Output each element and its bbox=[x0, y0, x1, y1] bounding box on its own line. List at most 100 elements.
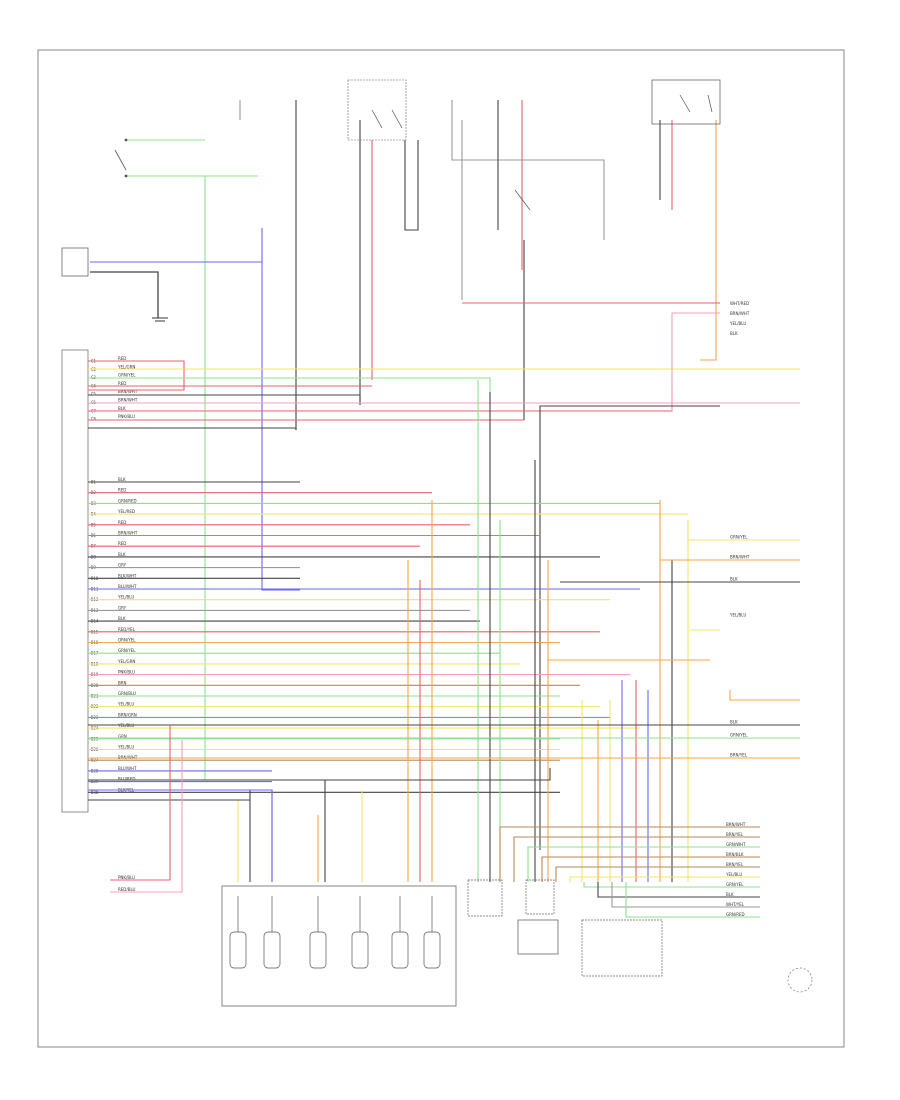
wire bbox=[90, 271, 159, 318]
right-upper-code: YEL/BLU bbox=[729, 321, 746, 326]
right-lower-code: WHT/YEL bbox=[726, 902, 745, 907]
wire bbox=[569, 876, 760, 882]
pcm-wire-code: GRN bbox=[118, 734, 127, 739]
ground-symbol bbox=[152, 317, 168, 322]
wire bbox=[451, 100, 605, 240]
top-left-switch bbox=[114, 138, 128, 178]
pcm-wire-code: BLU/WHT bbox=[118, 584, 137, 589]
relay-symbol bbox=[347, 79, 407, 141]
pcm-wire-code: YEL/BLU bbox=[117, 745, 134, 750]
wire bbox=[611, 882, 760, 908]
pcm-wire-code: BLK bbox=[118, 552, 126, 557]
pcm-wire-code: RED bbox=[118, 381, 126, 386]
pcm-wire-code: BRN/GRN bbox=[118, 712, 137, 717]
wire bbox=[625, 882, 760, 918]
pcm-wire-code: YEL/GRN bbox=[117, 364, 135, 369]
pcm-wire-code: GRY bbox=[118, 605, 127, 610]
right-mid-code: YEL/BLU bbox=[729, 613, 746, 618]
pcm-wire-code: BLU/WHT bbox=[118, 766, 137, 771]
right-lower-code: BRN/WHT bbox=[726, 822, 746, 827]
wire bbox=[404, 140, 419, 231]
right-lower-code: YEL/BLU bbox=[725, 872, 742, 877]
wire bbox=[583, 882, 760, 888]
wire bbox=[597, 882, 760, 898]
right-lower-code: GRN/WHT bbox=[726, 842, 746, 847]
solenoid-coil bbox=[391, 931, 409, 969]
right-upper-code: BLK bbox=[730, 331, 738, 336]
pcm-wire-code: BLU/RED bbox=[118, 777, 135, 782]
wire bbox=[90, 228, 263, 263]
pcm-pin-c5: C5 bbox=[91, 392, 96, 397]
fuse-relay-box bbox=[651, 79, 721, 125]
pcm-wire-code: GRN/YEL bbox=[118, 648, 136, 653]
wire bbox=[700, 120, 717, 361]
wire bbox=[88, 394, 361, 405]
solenoid-coil bbox=[229, 931, 247, 969]
pcm-wire-code: YEL/GRN bbox=[117, 659, 135, 664]
wire bbox=[513, 836, 760, 882]
right-mid-code: BRN/WHT bbox=[730, 555, 750, 560]
left-bottom-wire-codes: PNK/BLU RED/BLU bbox=[118, 875, 136, 892]
pcm-wire-code: BRN/WHT bbox=[118, 531, 138, 536]
right-mid-code: GRN/YEL bbox=[730, 733, 748, 738]
wire bbox=[88, 789, 273, 882]
pcm-wire-code: BLK/WHT bbox=[118, 573, 137, 578]
solenoid-coil bbox=[263, 931, 281, 969]
wire bbox=[110, 725, 171, 881]
left-bottom-code: PNK/BLU bbox=[118, 875, 135, 880]
right-lower-code: BLK bbox=[726, 892, 734, 897]
pcm-wire-code: GRY bbox=[118, 563, 127, 568]
wire bbox=[541, 856, 760, 882]
wire bbox=[729, 690, 800, 701]
pcm-wire-code: YEL/BLU bbox=[117, 702, 134, 707]
right-upper-code: WHT/RED bbox=[730, 301, 749, 306]
pcm-wire-code: BRN/WHT bbox=[118, 389, 138, 394]
solenoid-coil bbox=[351, 931, 369, 969]
pcm-wire-code: YEL/BLU bbox=[117, 595, 134, 600]
right-mid-code: BLK bbox=[730, 720, 738, 725]
left-bottom-code: RED/BLU bbox=[118, 887, 136, 892]
pcm-wire-code: BLK bbox=[118, 406, 126, 411]
vehicle-speed-sensor bbox=[61, 247, 89, 277]
data-link-connector bbox=[787, 967, 813, 993]
pcm-wire-code: PNK/BLU bbox=[118, 670, 135, 675]
wire-harness bbox=[88, 100, 800, 918]
pcm-wire-code: GRN/BLU bbox=[118, 691, 136, 696]
wire bbox=[499, 826, 760, 882]
output-shaft-speed-sensor bbox=[467, 879, 503, 917]
right-wire-codes: WHT/RED BRN/WHT YEL/BLU BLK GRN/YEL BRN/WHT BL… bbox=[725, 301, 750, 917]
wire bbox=[110, 740, 183, 893]
pcm-wire-code: YEL/BLU bbox=[117, 723, 134, 728]
pcm-wire-code: BRN/WHT bbox=[118, 398, 138, 403]
wire bbox=[88, 360, 185, 391]
pcm-wire-code: RED bbox=[118, 488, 126, 493]
pcm-pin-c8: C8 bbox=[91, 417, 96, 422]
right-lower-code: GRN/RED bbox=[726, 912, 745, 917]
diagram-frame bbox=[37, 49, 845, 1048]
pcm-wire-code: YEL/RED bbox=[117, 509, 135, 514]
pcm-wire-code: RED bbox=[118, 356, 126, 361]
right-mid-code: GRN/YEL bbox=[730, 535, 748, 540]
pcm-wire-code: BLK bbox=[118, 477, 126, 482]
pcm-wire-code: ORN/YEL bbox=[118, 638, 136, 643]
right-upper-code: BRN/WHT bbox=[730, 311, 750, 316]
wire bbox=[261, 262, 300, 591]
pcm-wire-code: RED bbox=[118, 520, 126, 525]
pcm-wire-code: BLK bbox=[118, 616, 126, 621]
pcm-wire-code: RED bbox=[118, 541, 126, 546]
right-lower-code: BRN/BLK bbox=[726, 852, 744, 857]
wire bbox=[555, 866, 760, 882]
right-mid-code: BLK bbox=[730, 577, 738, 582]
right-lower-code: BRN/YEL bbox=[726, 832, 744, 837]
pcm-wire-code: BRN bbox=[118, 680, 127, 685]
solenoid-coil bbox=[309, 931, 327, 969]
right-mid-code: BRN/YEL bbox=[730, 753, 748, 758]
wire bbox=[88, 768, 551, 781]
wire bbox=[88, 377, 491, 392]
pcm-wire-code: PNK/BLU bbox=[118, 414, 135, 419]
pcm-wire-code: RED/YEL bbox=[118, 627, 136, 632]
at-control-solenoid-assembly bbox=[221, 885, 457, 1007]
input-shaft-speed-sensor bbox=[517, 879, 559, 955]
